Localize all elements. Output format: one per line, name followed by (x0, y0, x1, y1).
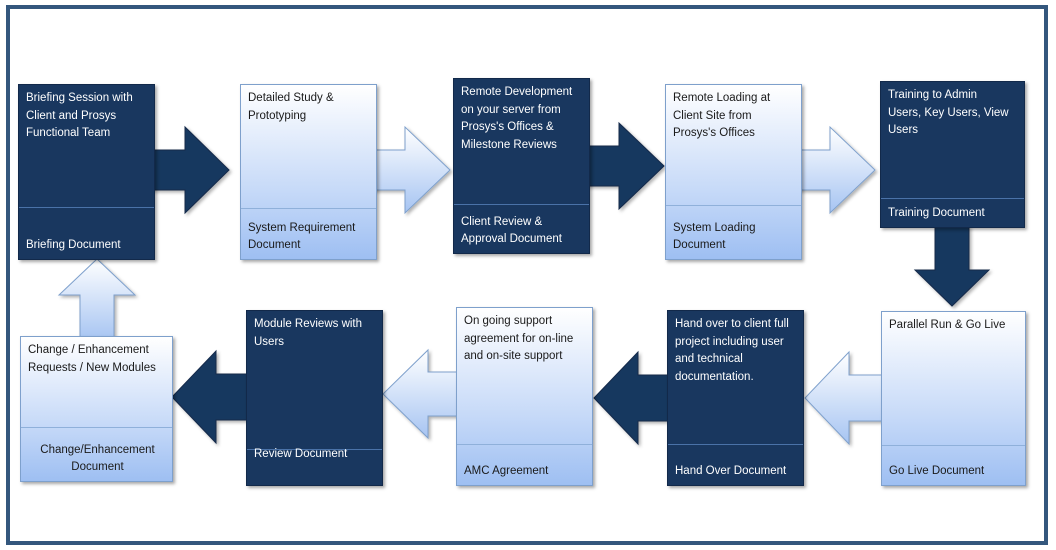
step-training-document: Training Document (888, 207, 985, 219)
arrow-left-3 (382, 348, 461, 440)
step-remote-loading: Remote Loading at Client Site from Prosy… (665, 84, 802, 260)
arrow-right-1 (149, 125, 230, 215)
step-briefing: Briefing Session with Client and Prosys … (18, 84, 155, 260)
step-divider (247, 449, 382, 450)
step-change: Change / Enhancement Requests / New Modu… (20, 336, 173, 482)
step-divider (457, 444, 592, 445)
step-remote-dev-document: Client Review & Approval Document (461, 216, 562, 245)
step-divider (668, 444, 803, 445)
step-training-title: Training to Admin Users, Key Users, View… (888, 89, 1009, 136)
step-module-reviews: Module Reviews with Users Review Documen… (246, 310, 383, 486)
step-remote-loading-document: System Loading Document (673, 222, 756, 251)
step-parallel-run: Parallel Run & Go Live Go Live Document (881, 311, 1026, 486)
step-divider (19, 207, 154, 208)
step-handover-document: Hand Over Document (675, 465, 787, 477)
step-remote-dev-title: Remote Development on your server from P… (461, 86, 573, 151)
step-divider (21, 427, 172, 428)
step-remote-dev: Remote Development on your server from P… (453, 78, 590, 254)
arrow-up (57, 258, 137, 341)
step-divider (882, 445, 1025, 446)
step-handover: Hand over to client full project includi… (667, 310, 804, 486)
step-divider (454, 204, 589, 205)
step-briefing-title: Briefing Session with Client and Prosys … (26, 92, 133, 139)
step-module-reviews-title: Module Reviews with Users (254, 318, 363, 348)
step-support: On going support agreement for on-line a… (456, 307, 593, 486)
step-divider (241, 208, 376, 209)
arrow-left-1 (804, 350, 886, 446)
arrow-right-2 (371, 125, 451, 215)
step-divider (881, 198, 1024, 199)
step-briefing-document: Briefing Document (26, 239, 121, 251)
step-study-document: System Requirement Document (248, 222, 356, 251)
arrow-down (913, 225, 991, 307)
step-remote-loading-title: Remote Loading at Client Site from Prosy… (673, 92, 771, 139)
step-study: Detailed Study & Prototyping System Requ… (240, 84, 377, 260)
step-study-title: Detailed Study & Prototyping (248, 92, 334, 122)
step-support-document: AMC Agreement (464, 465, 549, 477)
step-change-document: Change/Enhancement Document (40, 444, 155, 473)
arrow-left-2 (593, 350, 673, 446)
step-handover-title: Hand over to client full project includi… (675, 318, 789, 383)
arrow-right-3 (584, 121, 665, 211)
step-parallel-run-document: Go Live Document (889, 465, 985, 477)
step-parallel-run-title: Parallel Run & Go Live (889, 319, 1006, 331)
step-module-reviews-document: Review Document (254, 448, 348, 460)
arrow-right-4 (796, 125, 876, 215)
step-support-title: On going support agreement for on-line a… (464, 315, 574, 362)
step-change-title: Change / Enhancement Requests / New Modu… (28, 344, 156, 374)
arrow-left-4 (171, 349, 251, 445)
step-training: Training to Admin Users, Key Users, View… (880, 81, 1025, 228)
step-divider (666, 205, 801, 206)
